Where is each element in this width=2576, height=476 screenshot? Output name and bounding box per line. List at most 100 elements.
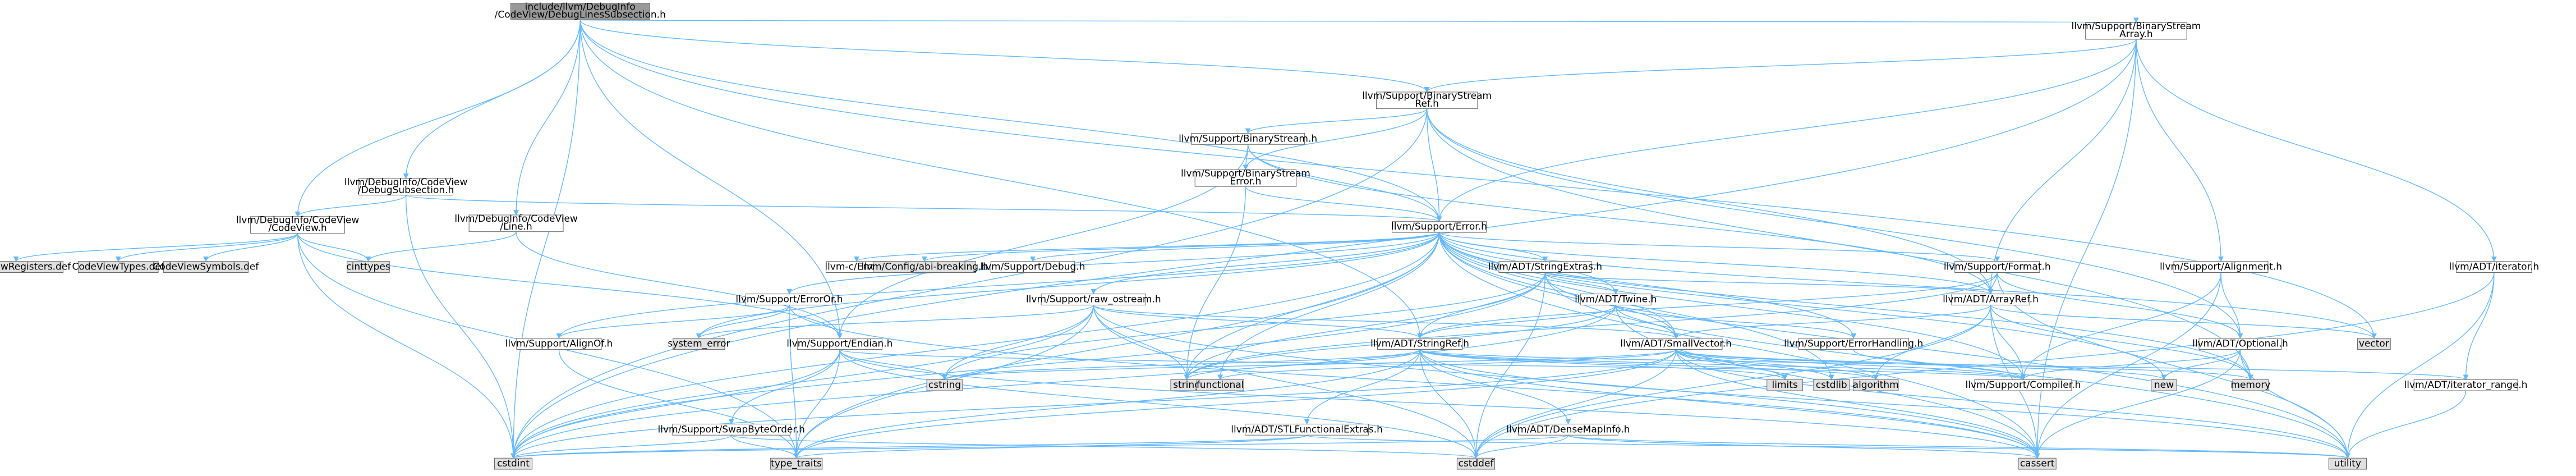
node-box — [2018, 457, 2057, 470]
node-stlfunc[interactable]: llvm/ADT/STLFunctionalExtras.h — [1231, 423, 1383, 436]
node-box — [1456, 457, 1496, 470]
node-cvreg[interactable]: CodeViewRegisters.def — [0, 261, 71, 273]
edge-stlfunc-to-utility — [1306, 434, 2350, 459]
node-vector[interactable]: vector — [2357, 338, 2391, 350]
node-utility[interactable]: utility — [2328, 457, 2367, 470]
edge-smallvec-to-limits — [1676, 349, 1788, 381]
node-typetraits[interactable]: type_traits — [770, 457, 823, 470]
node-swapbyte[interactable]: llvm/Support/SwapByteOrder.h — [658, 423, 805, 436]
node-arrayref[interactable]: llvm/ADT/ArrayRef.h — [1943, 294, 2039, 305]
node-cfgabi[interactable]: llvm/Config/abi-breaking.h — [862, 261, 988, 273]
edge-format-to-optional — [1997, 272, 2243, 339]
node-twine[interactable]: llvm/ADT/Twine.h — [1575, 294, 1657, 305]
node-root[interactable]: include/llvm/DebugInfo/CodeView/DebugLin… — [495, 1, 666, 20]
node-box — [926, 379, 963, 391]
node-algorithm[interactable]: algorithm — [1853, 379, 1899, 391]
node-error[interactable]: llvm/Support/Error.h — [1391, 221, 1487, 233]
node-strext[interactable]: llvm/ADT/StringExtras.h — [1488, 261, 1602, 273]
node-alignof[interactable]: llvm/Support/AlignOf.h — [505, 338, 613, 350]
node-llvmc[interactable]: llvm-c/Error.h — [825, 261, 889, 273]
edge-strref-to-limits — [1419, 349, 1788, 381]
node-box — [2085, 22, 2187, 40]
node-box — [1498, 261, 1592, 273]
node-rawos[interactable]: llvm/Support/raw_ostream.h — [1026, 294, 1161, 305]
node-cstring[interactable]: cstring — [926, 379, 963, 391]
edge-dsub-to-error — [405, 195, 1442, 222]
edge-endian-to-cstdint — [510, 349, 840, 459]
edge-error-to-arrayref — [1438, 232, 1994, 295]
node-box — [2173, 261, 2269, 273]
node-label: llvm/Support/BinaryStream — [1181, 168, 1310, 179]
edge-bsr-to-bse — [1243, 108, 1428, 171]
edge-cvh-to-cstdint — [297, 233, 516, 459]
node-label: llvm/ADT/StringExtras.h — [1488, 262, 1602, 273]
edge-align-to-compiler — [2020, 272, 2221, 381]
edge-arrayref-to-memory — [1990, 305, 2253, 381]
node-errhand[interactable]: llvm/Support/ErrorHandling.h — [1784, 338, 1923, 350]
node-cvsym[interactable]: CodeViewSymbols.def — [153, 261, 260, 273]
node-limits[interactable]: limits — [1767, 379, 1804, 391]
edge-rawos-to-cstdint — [510, 305, 1094, 459]
node-cstdlib[interactable]: cstdlib — [1813, 379, 1850, 391]
node-string[interactable]: string — [1170, 379, 1203, 391]
node-iter[interactable]: llvm/ADT/iterator.h — [2449, 261, 2540, 273]
node-format[interactable]: llvm/Support/Format.h — [1944, 261, 2051, 273]
edge-densemap-to-cstddef — [1473, 434, 1569, 459]
node-label: new — [2154, 379, 2174, 391]
node-box — [1191, 132, 1305, 145]
node-box — [163, 261, 249, 273]
edge-endian-to-cstring — [839, 349, 947, 381]
edge-root-to-endian — [579, 20, 843, 339]
node-bs[interactable]: llvm/Support/BinaryStream.h — [1179, 132, 1317, 145]
node-box — [1629, 338, 1723, 350]
node-align[interactable]: llvm/Support/Alignment.h — [2160, 261, 2282, 273]
node-strref[interactable]: llvm/ADT/StringRef.h — [1370, 338, 1469, 350]
edge-smallvec-to-cstdint — [510, 349, 1677, 459]
node-errorortag[interactable]: llvm/Support/ErrorOr.h — [735, 294, 843, 305]
node-box — [1518, 423, 1618, 436]
edge-lineh-to-endian — [516, 231, 843, 339]
edge-format-to-strref — [1417, 272, 1998, 339]
edge-error-to-compiler — [1438, 232, 2026, 381]
node-syserr[interactable]: system_error — [668, 338, 730, 350]
node-cvtypes[interactable]: CodeViewTypes.def — [72, 261, 165, 273]
edge-smallvec-to-compiler — [1676, 349, 2026, 381]
node-optional[interactable]: llvm/ADT/Optional.h — [2192, 338, 2288, 350]
node-debugh[interactable]: llvm/Support/Debug.h — [981, 261, 1085, 273]
node-smallvec[interactable]: llvm/ADT/SmallVector.h — [1620, 338, 1732, 350]
node-label: llvm/ADT/ArrayRef.h — [1943, 294, 2039, 305]
node-lineh[interactable]: llvm/DebugInfo/CodeView/Line.h — [454, 213, 578, 232]
node-memory[interactable]: memory — [2230, 379, 2270, 391]
edge-cvh-to-cvreg — [13, 232, 298, 262]
node-box — [770, 457, 823, 470]
node-dsub[interactable]: llvm/DebugInfo/CodeView/DebugSubsection.… — [344, 177, 468, 196]
dependency-edges — [13, 17, 2497, 459]
node-cassert[interactable]: cassert — [2018, 457, 2057, 470]
edge-lineh-to-cinttypes — [365, 231, 517, 262]
edge-rawos-to-string — [1093, 305, 1190, 381]
node-iterrange[interactable]: llvm/ADT/iterator_range.h — [2404, 379, 2528, 391]
node-newh[interactable]: new — [2151, 379, 2177, 391]
edge-iter-to-iterrange — [2463, 272, 2495, 381]
edge-root-to-bsr — [579, 20, 1430, 93]
node-cinttypes[interactable]: cinttypes — [346, 261, 390, 273]
edge-strref-to-utility — [1419, 349, 2350, 459]
node-cstdint[interactable]: cstdint — [494, 457, 533, 470]
node-densemap[interactable]: llvm/ADT/DenseMapInfo.h — [1506, 423, 1630, 436]
edge-errhand-to-compiler — [1853, 349, 2026, 381]
node-label: functional — [1197, 379, 1244, 391]
edge-bsa-to-error — [1436, 39, 2137, 222]
node-cvh[interactable]: llvm/DebugInfo/CodeView/CodeView.h — [236, 215, 360, 234]
node-box — [358, 178, 454, 196]
node-endian[interactable]: llvm/Support/Endian.h — [786, 338, 893, 350]
node-cstddef[interactable]: cstddef — [1456, 457, 1496, 470]
node-functional[interactable]: functional — [1196, 379, 1244, 391]
edge-optional-to-compiler — [2020, 349, 2241, 381]
node-label: llvm/ADT/Twine.h — [1575, 294, 1657, 305]
edge-smallvec-to-memory — [1676, 349, 2253, 381]
node-label: cstdlib — [1816, 379, 1847, 391]
node-compiler[interactable]: llvm/Support/Compiler.h — [1966, 379, 2081, 391]
